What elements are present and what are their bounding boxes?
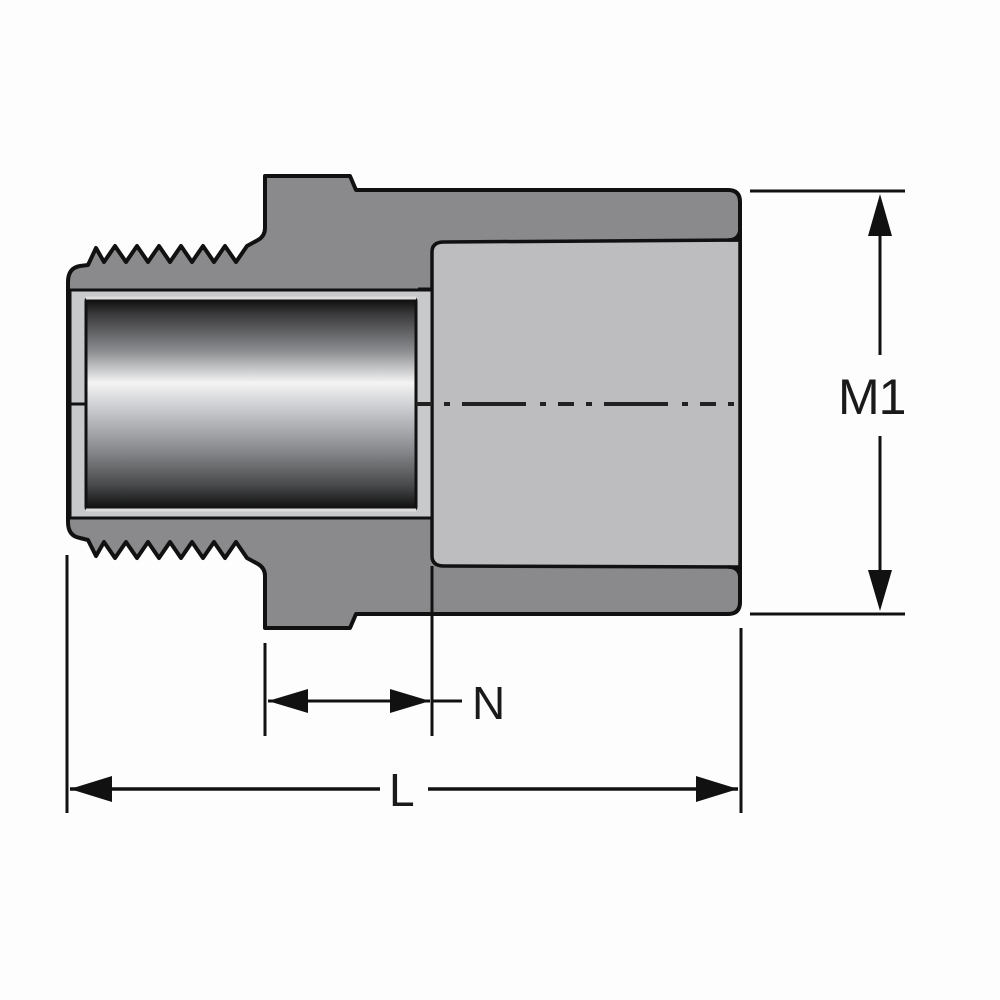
n-arrow-right-icon xyxy=(390,689,430,713)
waterway-bore xyxy=(84,296,418,512)
m1-arrow-up-icon xyxy=(868,194,892,236)
dimension-label-m1: M1 xyxy=(838,369,906,425)
m1-arrow-down-icon xyxy=(868,570,892,611)
dimension-label-n: N xyxy=(472,677,506,729)
l-arrow-right-icon xyxy=(696,776,738,802)
dimension-label-l: L xyxy=(389,764,415,816)
n-arrow-left-icon xyxy=(268,689,308,713)
socket-lip-top xyxy=(727,188,742,242)
socket-lip-bottom xyxy=(727,565,742,616)
l-arrow-left-icon xyxy=(70,776,112,802)
